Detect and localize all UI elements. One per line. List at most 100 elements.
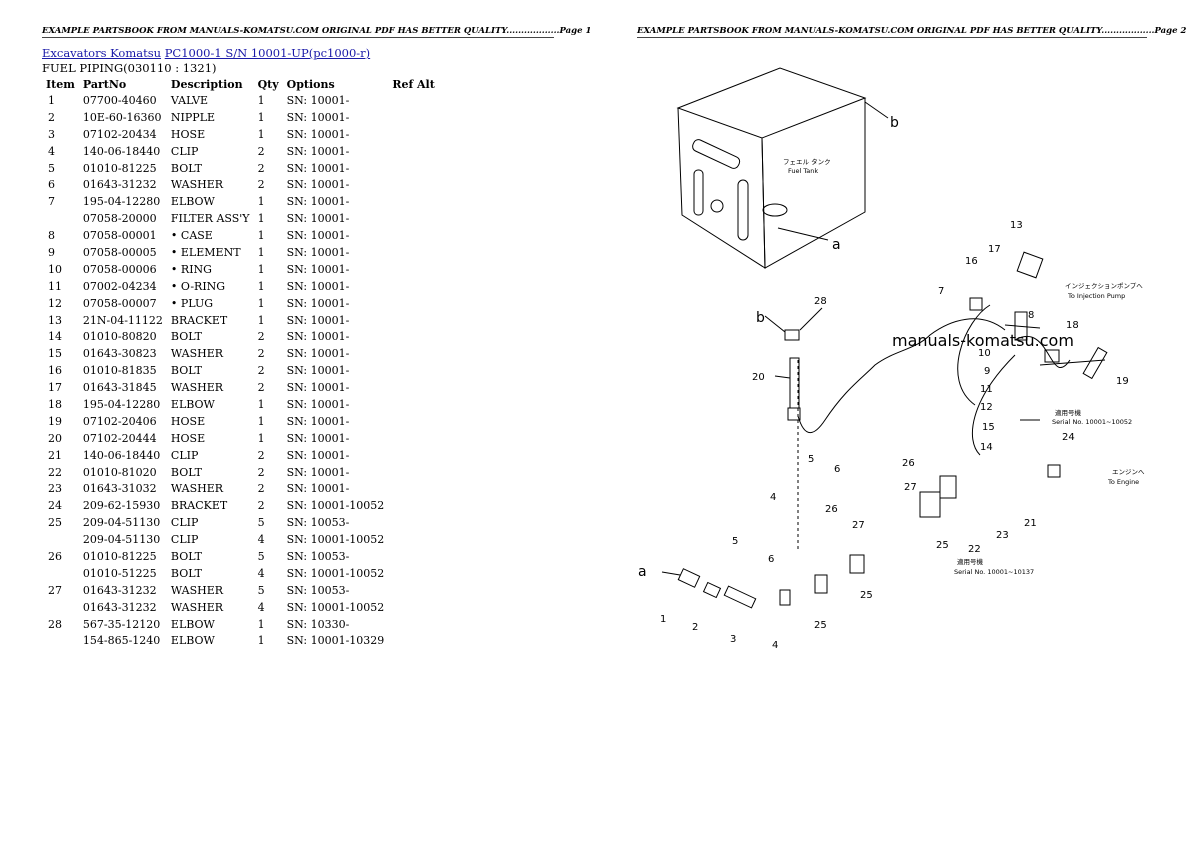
table-cell: HOSE: [170, 431, 206, 445]
breadcrumb-link-excavators[interactable]: Excavators Komatsu: [42, 46, 162, 60]
table-cell: SN: 10001-: [286, 313, 350, 327]
table-cell: [388, 160, 439, 177]
table-cell: 15: [48, 347, 62, 361]
table-cell: 1: [257, 93, 265, 107]
table-cell: 1: [257, 617, 265, 631]
table-cell: 1: [257, 296, 265, 310]
table-cell: 27: [48, 583, 62, 597]
table-cell: [42, 599, 79, 616]
table-cell: 28: [48, 617, 62, 631]
table-cell: [388, 599, 439, 616]
table-cell: SN: 10001-: [286, 229, 350, 243]
table-cell: SN: 10001-10052: [286, 600, 385, 614]
part-number-label: 15: [982, 422, 995, 433]
table-cell: [388, 548, 439, 565]
table-cell: ELBOW: [170, 617, 215, 631]
table-cell: 26: [48, 549, 62, 563]
valve-1: [677, 568, 701, 588]
table-cell: 1: [257, 110, 265, 124]
table-cell: 13: [48, 313, 62, 327]
table-cell: [388, 447, 439, 464]
table-cell: 07058-20000: [82, 212, 157, 226]
table-cell: ELBOW: [170, 195, 215, 209]
table-cell: 209-04-51130: [82, 533, 161, 547]
table-cell: [388, 244, 439, 261]
table-cell: 01643-31032: [82, 482, 157, 496]
table-cell: [388, 261, 439, 278]
table-cell: 11: [48, 279, 62, 293]
part-number-label: 21: [1024, 518, 1037, 529]
table-cell: • ELEMENT: [170, 245, 241, 259]
part-number-label: 10: [978, 348, 991, 359]
table-cell: 1: [257, 245, 265, 259]
section-title: FUEL PIPING(030110 : 1321): [42, 61, 217, 75]
table-cell: [388, 497, 439, 514]
clip-25-c: [814, 574, 828, 594]
part-number-label: 19: [1116, 376, 1129, 387]
table-cell: 4: [257, 600, 265, 614]
leader-20: [774, 375, 791, 379]
table-cell: 20: [48, 431, 62, 445]
table-cell: 140-06-18440: [82, 448, 161, 462]
table-cell: SN: 10053-: [286, 549, 350, 563]
table-cell: 14: [48, 330, 62, 344]
table-cell: 01010-81020: [82, 465, 157, 479]
table-cell: [388, 430, 439, 447]
table-cell: • PLUG: [170, 296, 214, 310]
table-cell: SN: 10001-: [286, 212, 350, 226]
part-number-label: 25: [814, 620, 827, 631]
table-cell: 07058-00006: [82, 262, 157, 276]
clip-25-a: [919, 491, 941, 518]
column-header: Description: [170, 77, 243, 91]
table-cell: 24: [48, 499, 62, 513]
breadcrumb-link-model[interactable]: PC1000-1 S/N 10001-UP(pc1000-r): [164, 46, 371, 60]
part-number-label: 13: [1010, 220, 1023, 231]
hose-20: [789, 357, 800, 409]
table-cell: 1: [48, 93, 55, 107]
table-cell: 01643-31232: [82, 178, 157, 192]
part-number-label: 26: [825, 504, 838, 515]
table-cell: SN: 10001-: [286, 397, 350, 411]
table-cell: [388, 582, 439, 599]
part-number-label: 5: [732, 536, 738, 547]
table-cell: 1: [257, 212, 265, 226]
table-cell: 2: [257, 178, 265, 192]
table-cell: 2: [257, 499, 265, 513]
table-cell: SN: 10001-: [286, 381, 350, 395]
table-cell: [42, 210, 79, 227]
part-number-label: 26: [902, 458, 915, 469]
table-cell: SN: 10001-: [286, 127, 350, 141]
table-cell: 1: [257, 313, 265, 327]
table-cell: [388, 345, 439, 362]
part-number-label: 17: [988, 244, 1001, 255]
watermark: manuals-komatsu.com: [892, 331, 1074, 350]
bracket-24: [1047, 464, 1061, 478]
table-cell: 10: [48, 262, 62, 276]
part-number-label: 3: [730, 634, 736, 645]
table-cell: 209-62-15930: [82, 499, 161, 513]
table-cell: CLIP: [170, 533, 199, 547]
page1-header: EXAMPLE PARTSBOOK FROM MANUALS-KOMATSU.C…: [42, 26, 592, 38]
breadcrumb: Excavators Komatsu PC1000-1 S/N 10001-UP…: [42, 46, 370, 60]
table-cell: 2: [257, 330, 265, 344]
hose-19-fitting: [1082, 346, 1108, 380]
table-cell: 01010-51225: [82, 566, 157, 580]
table-cell: WASHER: [170, 178, 224, 192]
table-cell: 567-35-12120: [82, 617, 161, 631]
table-cell: SN: 10001-: [286, 93, 350, 107]
table-cell: SN: 10001-: [286, 245, 350, 259]
table-cell: 01010-81225: [82, 549, 157, 563]
